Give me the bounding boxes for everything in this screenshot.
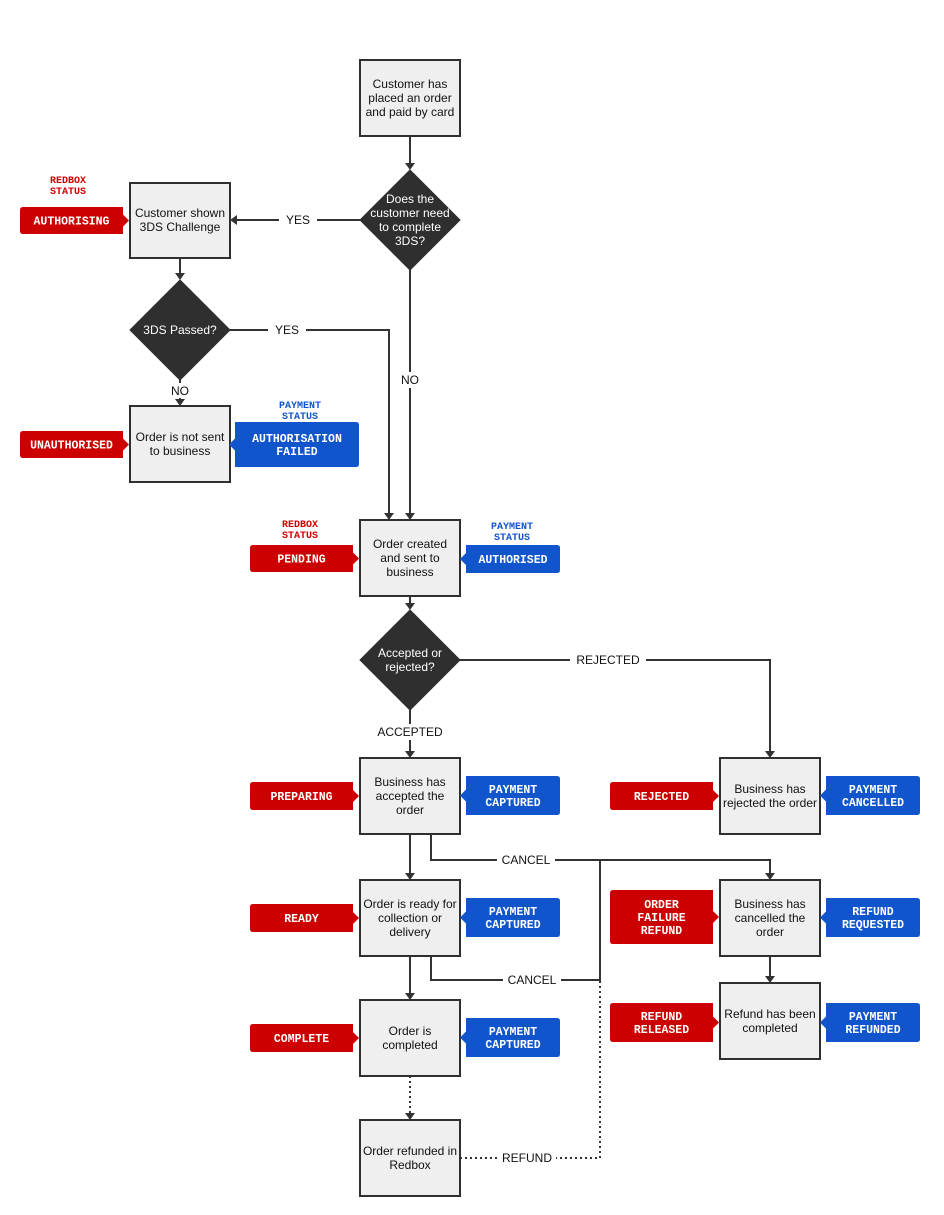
redbox-tag-authorising: AUTHORISING xyxy=(20,207,129,234)
edge-label-rejected: REJECTED xyxy=(576,653,640,667)
redbox-tag-ready: READY xyxy=(250,904,359,932)
redbox-tag-order-failure-refund-shape xyxy=(610,890,719,944)
edge-label-no-3ds: NO xyxy=(401,373,419,387)
redbox-tag-pending: PENDING xyxy=(250,545,359,572)
edge-labels: YES NO YES NO REJECTED ACCEPTED CANCEL C… xyxy=(166,212,646,1166)
redbox-tag-refund-released-shape xyxy=(610,1003,719,1042)
edge-label-yes-passed: YES xyxy=(275,323,299,337)
redbox-tag-rejected-label: REJECTED xyxy=(634,791,689,804)
payment-tag-authorisation-failed-shape xyxy=(229,422,359,467)
edge-label-cancel-ready: CANCEL xyxy=(508,973,557,987)
redbox-tag-complete-shape xyxy=(250,1024,359,1052)
redbox-tag-ready-label: READY xyxy=(284,913,319,926)
edge-label-no-passed: NO xyxy=(171,384,189,398)
decision-3ds-passed: 3DS Passed? xyxy=(129,279,231,381)
redbox-tag-preparing-shape xyxy=(250,782,359,810)
redbox-tag-authorising-shape xyxy=(20,207,129,234)
edge-decision-rejected xyxy=(460,659,771,751)
payment-tag-authorised-label: AUTHORISED xyxy=(478,554,547,567)
redbox-tag-unauthorised: UNAUTHORISED xyxy=(20,431,129,458)
redbox-tag-unauthorised-label: UNAUTHORISED xyxy=(30,440,113,453)
redbox-tag-rejected-shape xyxy=(610,782,719,810)
payment-tag-refund-requested-shape xyxy=(820,898,920,937)
edge-label-yes-3ds: YES xyxy=(286,213,310,227)
svg-text:3DS Passed?: 3DS Passed? xyxy=(143,323,217,337)
redbox-tag-rejected: REJECTED xyxy=(610,782,719,810)
redbox-tag-pending-shape xyxy=(250,545,359,572)
redbox-tag-unauthorised-shape xyxy=(20,431,129,458)
payment-tag-authorised: AUTHORISED xyxy=(460,545,560,573)
payment-tag-authorised-shape xyxy=(460,545,560,573)
redbox-tag-complete-label: COMPLETE xyxy=(274,1033,329,1046)
redbox-tag-preparing-label: PREPARING xyxy=(270,791,332,804)
payment-tag-captured-ready-shape xyxy=(460,898,560,937)
edge-label-refund: REFUND xyxy=(502,1151,552,1165)
payment-tag-captured-completed-shape xyxy=(460,1018,560,1057)
payment-tag-cancelled-shape xyxy=(820,776,920,815)
redbox-tag-preparing: PREPARING xyxy=(250,782,359,810)
edge-label-cancel-accepted: CANCEL xyxy=(502,853,551,867)
redbox-tag-ready-shape xyxy=(250,904,359,932)
payment-tag-captured-accepted-shape xyxy=(460,776,560,815)
redbox-tag-pending-label: PENDING xyxy=(277,554,325,567)
payment-tag-refunded-shape xyxy=(820,1003,920,1042)
redbox-tag-authorising-label: AUTHORISING xyxy=(34,216,110,229)
edge-label-accepted: ACCEPTED xyxy=(377,725,443,739)
redbox-tag-complete: COMPLETE xyxy=(250,1024,359,1052)
